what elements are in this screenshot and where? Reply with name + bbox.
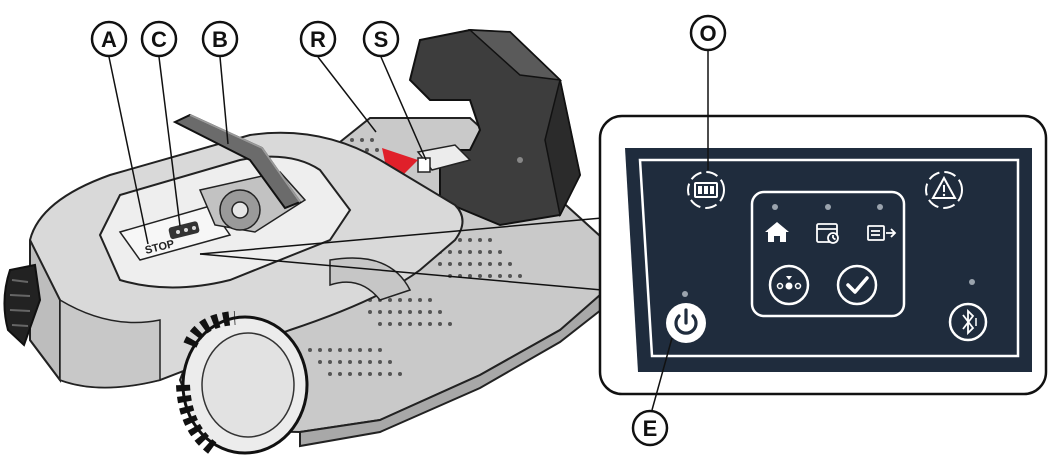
callout-s: S [362, 20, 400, 58]
callout-c: C [140, 20, 178, 58]
mower-keypad [168, 221, 200, 240]
power-button[interactable] [666, 303, 706, 343]
home-icon[interactable] [765, 222, 789, 242]
mode-select-button[interactable] [768, 264, 810, 306]
callout-r: R [299, 20, 337, 58]
bluetooth-button[interactable] [948, 302, 988, 342]
callout-e: E [631, 409, 669, 447]
callout-o: O [689, 14, 727, 52]
callout-leaders [108, 51, 709, 411]
warning-icon [925, 171, 963, 209]
control-panel-zoom [598, 114, 1048, 396]
schedule-icon[interactable] [816, 223, 839, 244]
zoom-connector-lines [199, 217, 603, 291]
mower-rear-wheel [3, 263, 42, 347]
callout-a: A [90, 20, 128, 58]
confirm-button[interactable] [836, 264, 878, 306]
charging-station-tower [408, 28, 582, 227]
mower-lid [172, 113, 302, 210]
callout-b: B [201, 20, 239, 58]
mower-front-wheel [176, 311, 309, 456]
svg-text:C: C [151, 27, 167, 52]
svg-text:O: O [699, 21, 716, 46]
svg-text:R: R [310, 27, 326, 52]
svg-text:S: S [374, 27, 389, 52]
svg-text:A: A [101, 27, 117, 52]
svg-text:B: B [212, 27, 228, 52]
mode-button-group [750, 190, 906, 318]
svg-text:E: E [643, 416, 658, 441]
charging-station-icon[interactable] [867, 225, 897, 241]
status-leds [682, 204, 975, 297]
charging-contacts [416, 144, 472, 173]
battery-icon [687, 171, 725, 209]
